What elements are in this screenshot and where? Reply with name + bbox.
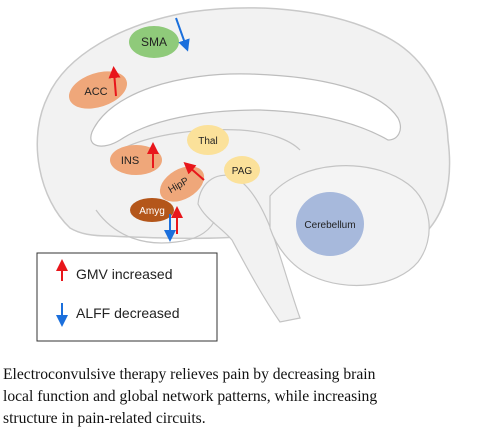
sma-shape: [129, 26, 179, 58]
thal-label: Thal: [198, 136, 217, 147]
acc-label: ACC: [84, 86, 107, 98]
region-acc: ACC: [68, 66, 128, 109]
region-thal: Thal: [187, 125, 229, 155]
acc-shape: [68, 71, 128, 109]
hipp-shape: [159, 166, 205, 202]
brain-outline: [36, 7, 451, 323]
pag-label: PAG: [232, 166, 253, 177]
region-pag: PAG: [224, 156, 260, 184]
acc-increase-arrow: [108, 66, 121, 97]
legend: GMV increased ALFF decreased: [36, 252, 218, 342]
caption: Electroconvulsive therapy relieves pain …: [3, 364, 479, 430]
legend-gmv-label: GMV increased: [76, 266, 172, 282]
caption-line-2: local function and global network patter…: [3, 388, 378, 405]
caption-line-3: structure in pain-related circuits.: [3, 410, 206, 427]
amyg-shape: [130, 198, 174, 222]
legend-alff-label: ALFF decreased: [76, 305, 180, 321]
cerebellum-label: Cerebellum: [304, 220, 355, 231]
region-amyg: Amyg: [130, 198, 183, 242]
region-sma: SMA: [129, 17, 190, 58]
thal-shape: [187, 125, 229, 155]
sma-label: SMA: [141, 35, 167, 49]
ins-label: INS: [121, 155, 139, 167]
region-hipp: HipP: [159, 162, 205, 202]
caption-line-1: Electroconvulsive therapy relieves pain …: [3, 366, 376, 383]
hipp-increase-arrow: [183, 162, 205, 181]
region-ins: INS: [110, 142, 162, 175]
sma-decrease-arrow: [175, 17, 190, 52]
cerebellum-shape: [296, 192, 364, 256]
pag-shape: [224, 156, 260, 184]
region-cerebellum: Cerebellum: [296, 192, 364, 256]
amyg-label: Amyg: [139, 206, 165, 217]
